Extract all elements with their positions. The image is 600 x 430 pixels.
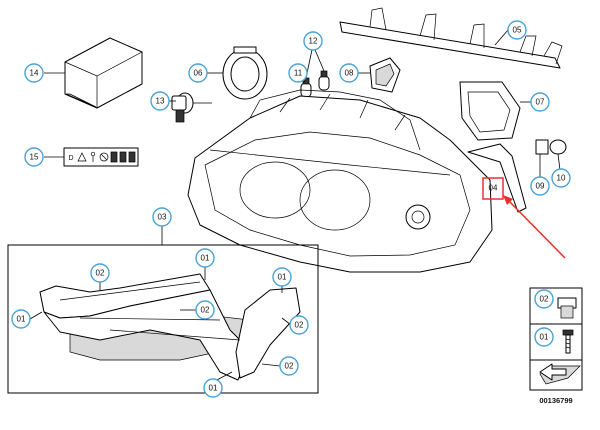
callout-11-label: 11 bbox=[294, 69, 303, 78]
callout-09-label: 09 bbox=[536, 182, 545, 191]
screw-icon bbox=[562, 329, 574, 354]
warning-label-icons: D bbox=[63, 147, 139, 167]
hardware-panel bbox=[529, 287, 583, 391]
part-connector-08 bbox=[369, 57, 401, 93]
callout-01-label: 01 bbox=[540, 333, 549, 342]
callout-02-label: 02 bbox=[295, 321, 304, 330]
callout-07-label: 07 bbox=[536, 98, 545, 107]
callout-detail-02c[interactable]: 02 bbox=[289, 315, 309, 335]
callout-detail-01c[interactable]: 01 bbox=[272, 267, 292, 287]
callout-09[interactable]: 09 bbox=[530, 176, 550, 196]
callout-detail-01b[interactable]: 01 bbox=[11, 309, 31, 329]
callout-07[interactable]: 07 bbox=[530, 92, 550, 112]
callout-03[interactable]: 03 bbox=[152, 207, 172, 227]
callout-01-label: 01 bbox=[201, 254, 210, 263]
callout-15[interactable]: 15 bbox=[24, 147, 44, 167]
callout-01-label: 01 bbox=[209, 384, 218, 393]
callout-12[interactable]: 12 bbox=[303, 31, 323, 51]
callout-08[interactable]: 08 bbox=[339, 63, 359, 83]
part-trim-strip bbox=[467, 143, 527, 213]
highlight-04: 04 bbox=[482, 177, 566, 259]
headlight-housing bbox=[187, 89, 493, 273]
callout-detail-01a[interactable]: 01 bbox=[195, 248, 215, 268]
callout-detail-02a[interactable]: 02 bbox=[90, 263, 110, 283]
part-ring-06 bbox=[222, 46, 268, 100]
callout-15-label: 15 bbox=[30, 153, 39, 162]
part-bulb-13 bbox=[171, 92, 212, 123]
callout-detail-01d[interactable]: 01 bbox=[203, 378, 223, 398]
callout-06-label: 06 bbox=[194, 69, 203, 78]
callout-05[interactable]: 05 bbox=[507, 20, 527, 40]
callout-detail-02d[interactable]: 02 bbox=[279, 356, 299, 376]
callout-03-label: 03 bbox=[158, 213, 167, 222]
part-bulb-holder-09 bbox=[535, 139, 567, 155]
callout-panel-01[interactable]: 01 bbox=[534, 327, 554, 347]
callout-10-label: 10 bbox=[557, 174, 566, 183]
svg-text:D: D bbox=[68, 155, 73, 162]
callout-01-label: 01 bbox=[278, 273, 287, 282]
callout-02-label: 02 bbox=[540, 295, 549, 304]
callout-11[interactable]: 11 bbox=[288, 63, 308, 83]
callout-02-label: 02 bbox=[96, 269, 105, 278]
arrow-icon bbox=[539, 363, 581, 385]
callout-08-label: 08 bbox=[345, 69, 354, 78]
callout-detail-02b[interactable]: 02 bbox=[195, 300, 215, 320]
callout-panel-02[interactable]: 02 bbox=[534, 289, 554, 309]
callout-06[interactable]: 06 bbox=[188, 63, 208, 83]
callout-01-label: 01 bbox=[17, 315, 26, 324]
callout-10[interactable]: 10 bbox=[551, 168, 571, 188]
part-bracket-bar-05 bbox=[339, 7, 563, 69]
callout-13-label: 13 bbox=[156, 97, 165, 106]
callout-12-label: 12 bbox=[309, 37, 318, 46]
part-cover-07 bbox=[459, 81, 521, 141]
callout-02-label: 02 bbox=[201, 306, 210, 315]
callout-13[interactable]: 13 bbox=[150, 91, 170, 111]
callout-04-label: 04 bbox=[489, 184, 498, 193]
clip-nut-icon bbox=[557, 297, 577, 319]
detail-frame bbox=[7, 226, 319, 394]
callout-14[interactable]: 14 bbox=[24, 63, 44, 83]
part-box bbox=[64, 37, 143, 109]
callout-05-label: 05 bbox=[513, 26, 522, 35]
part-mounting-bracket bbox=[39, 273, 301, 381]
callout-14-label: 14 bbox=[30, 69, 39, 78]
callout-02-label: 02 bbox=[285, 362, 294, 371]
diagram-number: 00136799 bbox=[539, 396, 572, 405]
part-bulb-11 bbox=[299, 44, 330, 98]
